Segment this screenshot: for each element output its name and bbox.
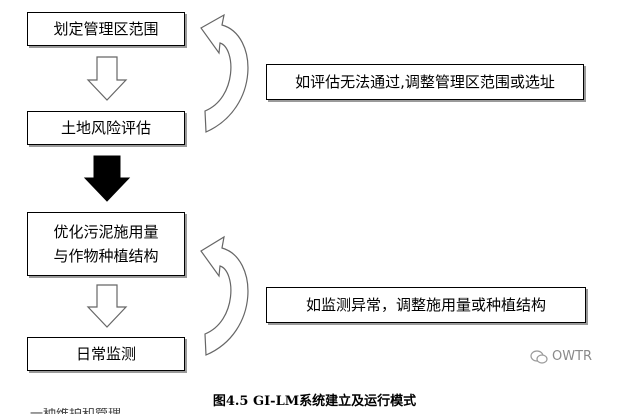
watermark-text: OWTR — [552, 349, 593, 364]
step-optimize-line-1: 优化污泥施用量 — [53, 223, 159, 241]
step-daily-monitoring-label: 日常监测 — [75, 345, 136, 363]
curved-feedback-arrow-2 — [200, 235, 249, 356]
down-arrow-hollow-2 — [86, 284, 128, 328]
step-define-management-zone: 划定管理区范围 — [27, 12, 185, 46]
down-arrow-solid — [83, 155, 131, 202]
curved-feedback-arrow-1 — [200, 13, 249, 133]
step-daily-monitoring: 日常监测 — [27, 337, 185, 371]
cut-off-text: 一种维护和管理 — [30, 408, 140, 414]
feedback-note-monitoring: 如监测异常，调整施用量或种植结构 — [266, 287, 586, 323]
figure-caption: 图4.5 GI-LM系统建立及运行模式 — [212, 394, 417, 409]
step-define-management-zone-label: 划定管理区范围 — [53, 20, 159, 38]
step-optimize-sludge-application: 优化污泥施用量 与作物种植结构 — [27, 212, 185, 276]
wechat-icon — [530, 349, 548, 364]
down-arrow-hollow-1 — [86, 56, 128, 101]
step-land-risk-assessment-label: 土地风险评估 — [60, 119, 151, 137]
feedback-note-assessment-label: 如评估无法通过,调整管理区范围或选址 — [295, 73, 555, 91]
feedback-note-assessment: 如评估无法通过,调整管理区范围或选址 — [266, 64, 584, 100]
feedback-note-monitoring-label: 如监测异常，调整施用量或种植结构 — [305, 296, 546, 314]
step-optimize-line-2: 与作物种植结构 — [53, 247, 159, 265]
step-land-risk-assessment: 土地风险评估 — [27, 111, 185, 145]
watermark: OWTR — [530, 349, 592, 364]
